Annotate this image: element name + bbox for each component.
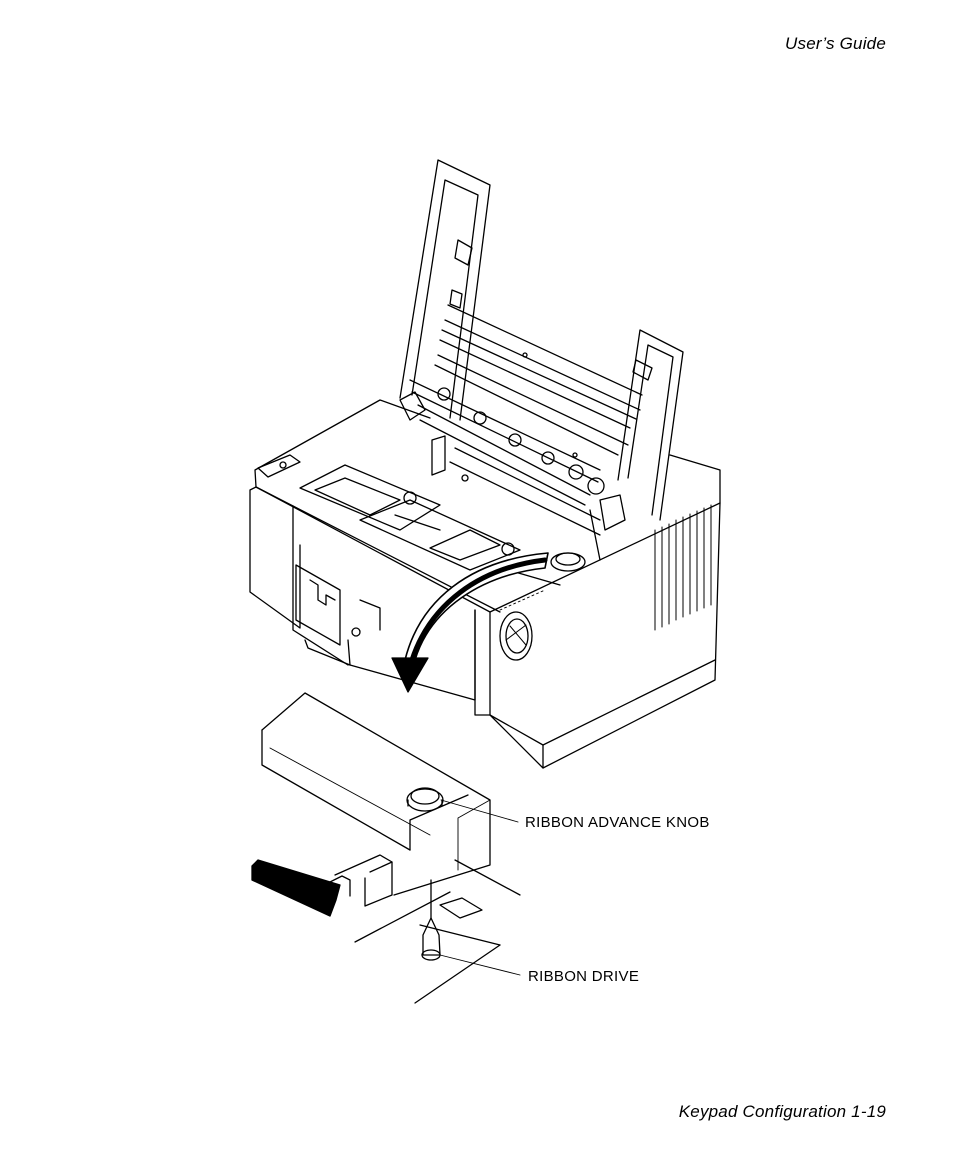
ribbon-detail-view — [251, 692, 521, 1004]
running-footer: Keypad Configuration 1-19 — [678, 1102, 886, 1121]
curved-arrow — [391, 552, 549, 693]
printer-cover-open — [399, 159, 684, 561]
running-header: User’s Guide — [785, 34, 886, 53]
callout-ribbon-advance-knob: RIBBON ADVANCE KNOB — [525, 814, 710, 831]
callout-ribbon-drive: RIBBON DRIVE — [528, 968, 640, 985]
printer-body — [249, 399, 721, 769]
